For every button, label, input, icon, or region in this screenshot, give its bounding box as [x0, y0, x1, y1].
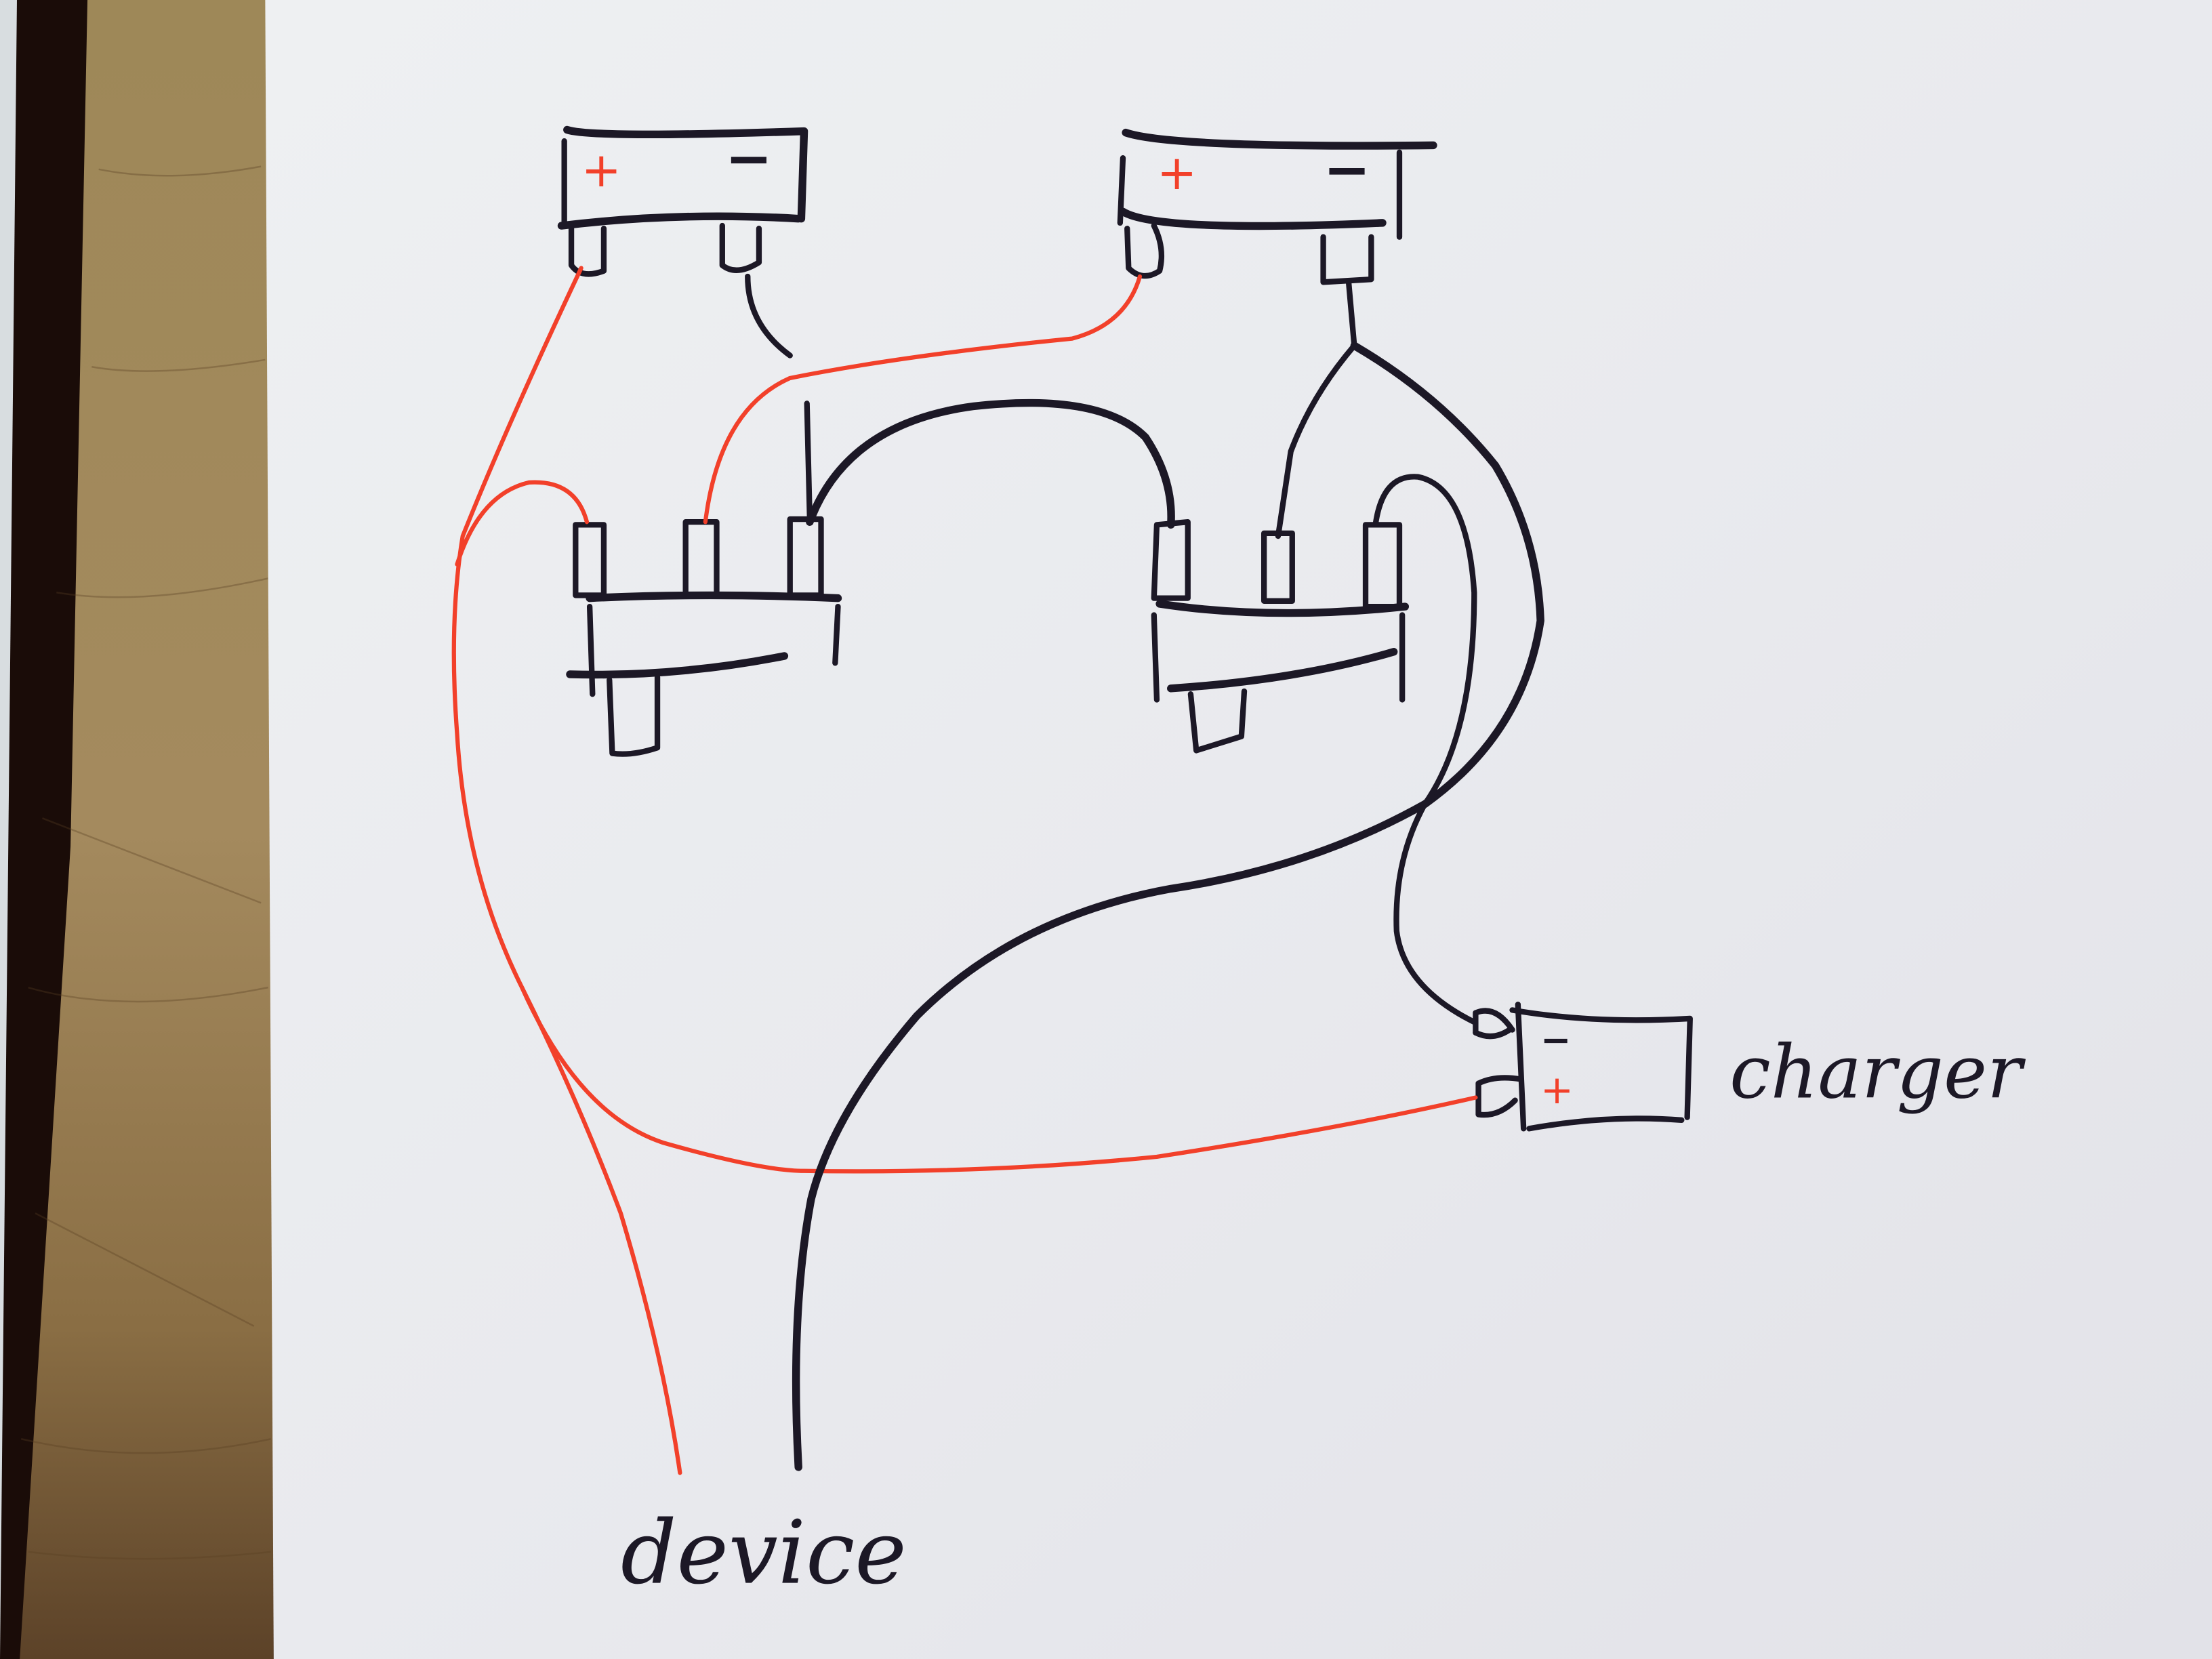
wire-device-to-charger-plus: [520, 985, 1478, 1174]
wire-battery-left-plus-to-switch-left-pin1: [455, 480, 590, 567]
black-wires: [745, 273, 1544, 1471]
switch-lever: [1187, 688, 1248, 754]
wood-grain: [20, 165, 271, 1560]
plus-symbol: +: [1540, 1067, 1574, 1113]
terminal-plus: [1124, 222, 1165, 279]
wire-switch-left-pin3-to-switch-right-pin1: [806, 398, 1175, 529]
charger-label: charger: [1729, 1030, 2026, 1115]
terminal-minus: [719, 222, 762, 273]
paper-sheet: [265, 0, 2212, 1659]
switch-pin-1: [1151, 519, 1191, 601]
wood-surface: [20, 0, 274, 1659]
switch-right: [1151, 519, 1410, 754]
switch-left: [566, 516, 842, 757]
charger: − + charger: [1473, 1001, 2026, 1132]
wire-battery-right-minus-to-switch-right-pin2: [1275, 279, 1357, 539]
minus-symbol: −: [725, 125, 773, 191]
device-label: device: [621, 1502, 907, 1604]
wire-battery-right-plus-to-switch-left-pin2: [703, 274, 1143, 525]
paper-sliver-left: [0, 0, 17, 1659]
minus-symbol: −: [1540, 1019, 1571, 1061]
battery-right: + −: [1117, 128, 1437, 285]
wire-battery-left-minus: [745, 273, 793, 359]
minus-symbol: −: [1324, 137, 1371, 203]
plus-symbol: +: [581, 142, 621, 198]
wire-battery-left-plus-to-device: [451, 266, 682, 1475]
terminal-plus: [568, 226, 607, 277]
plus-symbol: +: [1157, 144, 1197, 201]
switch-lever: [607, 674, 661, 757]
wire-switch-right-pin3-to-charger-minus: [1372, 474, 1479, 1026]
battery-left: + −: [557, 125, 808, 277]
wire-battery-right-minus-to-device: [792, 342, 1544, 1471]
wire-battery-left-minus-to-switch-left-pin3: [804, 401, 813, 523]
red-wires: [451, 266, 1478, 1475]
